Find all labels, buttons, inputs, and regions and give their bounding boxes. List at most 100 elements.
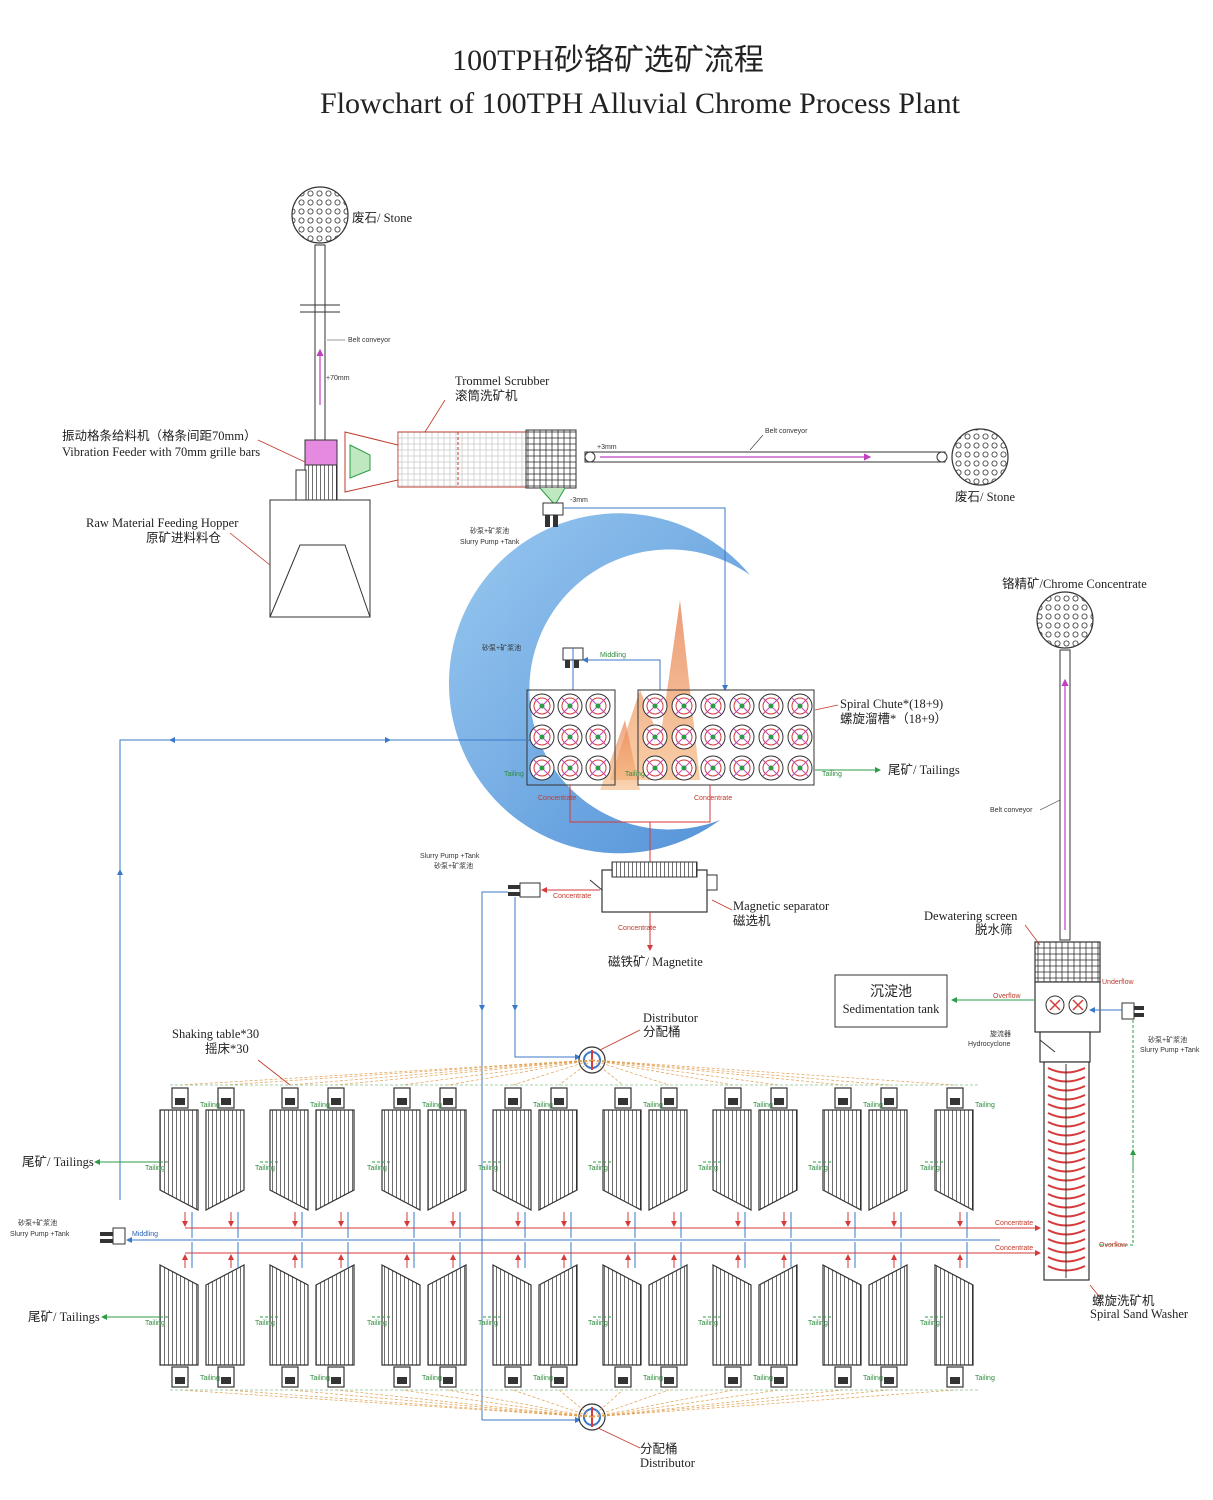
- distributor-top: Distributor 分配桶: [578, 1011, 699, 1074]
- magnetic-separator: Concentrate Magnetic separator 磁选机 磁铁矿/ …: [589, 861, 830, 969]
- trommel-scrubber: Trommel Scrubber 滚筒洗矿机: [344, 374, 577, 506]
- spiral-chute: [642, 755, 668, 781]
- shaking-table: [205, 1087, 245, 1211]
- svg-text:Tailing: Tailing: [808, 1165, 828, 1172]
- spiral-chute: [729, 724, 755, 750]
- svg-text:Concentrate: Concentrate: [618, 925, 656, 932]
- shaking-table: [934, 1087, 974, 1211]
- svg-text:Tailing: Tailing: [698, 1165, 718, 1172]
- shaking-table: [205, 1264, 245, 1388]
- shaking-table-flows: TailingTailingTailingTailingTailingTaili…: [145, 1102, 995, 1382]
- spiral-chute: [585, 693, 611, 719]
- svg-text:Tailing: Tailing: [625, 771, 645, 778]
- spiral-chute: [557, 755, 583, 781]
- svg-text:Tailing: Tailing: [698, 1320, 718, 1327]
- svg-text:Concentrate: Concentrate: [553, 893, 591, 900]
- svg-text:Tailing: Tailing: [367, 1165, 387, 1172]
- svg-text:Shaking table*30: Shaking table*30: [172, 1027, 259, 1041]
- shaking-table: [427, 1087, 467, 1211]
- shaking-table: [159, 1264, 199, 1388]
- shaking-table: [538, 1264, 578, 1388]
- svg-text:摇床*30: 摇床*30: [205, 1042, 249, 1056]
- shaking-table: [269, 1264, 309, 1388]
- svg-text:Tailing: Tailing: [920, 1165, 940, 1172]
- spiral-chute: [758, 755, 784, 781]
- spiral-chute: [557, 724, 583, 750]
- svg-text:Slurry Pump +Tank: Slurry Pump +Tank: [1140, 1047, 1200, 1054]
- shaking-table: [315, 1087, 355, 1211]
- shaking-table: [538, 1087, 578, 1211]
- shaking-table: [602, 1087, 642, 1211]
- shaking-table: [159, 1087, 199, 1211]
- svg-text:Tailing: Tailing: [863, 1102, 883, 1109]
- slurry-pump-5: 砂泵+矿浆池 Slurry Pump +Tank Middling: [10, 1218, 1000, 1245]
- svg-text:Tailing: Tailing: [504, 771, 524, 778]
- svg-text:沉淀池: 沉淀池: [870, 984, 912, 1000]
- svg-text:Tailing: Tailing: [920, 1320, 940, 1327]
- svg-text:Dewatering screen: Dewatering screen: [924, 909, 1018, 923]
- shaking-table: [868, 1087, 908, 1211]
- svg-text:Tailing: Tailing: [200, 1102, 220, 1109]
- svg-text:Tailing: Tailing: [422, 1102, 442, 1109]
- spiral-chute: [671, 755, 697, 781]
- shaking-table: [427, 1264, 467, 1388]
- shaking-table: [712, 1264, 752, 1388]
- svg-text:Belt conveyor: Belt conveyor: [348, 337, 391, 344]
- spiral-chute: [758, 693, 784, 719]
- svg-text:Spiral Chute*(18+9): Spiral Chute*(18+9): [840, 697, 943, 711]
- svg-text:Tailing: Tailing: [310, 1102, 330, 1109]
- svg-text:螺旋洗矿机: 螺旋洗矿机: [1092, 1294, 1155, 1308]
- svg-text:Tailing: Tailing: [643, 1102, 663, 1109]
- svg-text:Tailing: Tailing: [310, 1375, 330, 1382]
- svg-text:脱水筛: 脱水筛: [975, 922, 1013, 937]
- svg-text:砂泵+矿浆池: 砂泵+矿浆池: [434, 861, 473, 870]
- spiral-chute: [700, 755, 726, 781]
- sedimentation-tank: 沉淀池 Sedimentation tank: [834, 974, 1035, 1028]
- svg-text:Tailing: Tailing: [367, 1320, 387, 1327]
- spiral-chute: [671, 724, 697, 750]
- svg-text:砂泵+矿浆池: 砂泵+矿浆池: [470, 526, 509, 535]
- svg-text:Tailing: Tailing: [478, 1165, 498, 1172]
- shaking-table: [648, 1264, 688, 1388]
- svg-text:Vibration Feeder with 70mm gri: Vibration Feeder with 70mm grille bars: [62, 445, 260, 459]
- svg-text:磁铁矿/ Magnetite: 磁铁矿/ Magnetite: [608, 954, 703, 969]
- shaking-table: [381, 1087, 421, 1211]
- chrome-concentrate-pile: 铬精矿/Chrome Concentrate Belt conveyor: [990, 576, 1147, 941]
- svg-text:尾矿/ Tailings: 尾矿/ Tailings: [28, 1310, 100, 1324]
- spiral-chute-group-right: [637, 689, 815, 786]
- svg-text:Concentrate: Concentrate: [694, 795, 732, 802]
- svg-text:Slurry Pump +Tank: Slurry Pump +Tank: [420, 853, 480, 860]
- shaking-table: [492, 1264, 532, 1388]
- svg-text:废石/ Stone: 废石/ Stone: [955, 489, 1016, 504]
- spiral-chute: [758, 724, 784, 750]
- dewatering-screen: Dewatering screen 脱水筛 Underflow Overflow…: [924, 909, 1134, 1048]
- svg-text:Tailing: Tailing: [255, 1165, 275, 1172]
- spiral-chute: [787, 693, 813, 719]
- svg-text:Tailing: Tailing: [808, 1320, 828, 1327]
- shaking-table: [712, 1087, 752, 1211]
- spiral-chute: [729, 755, 755, 781]
- slurry-pump-4: 砂泵+矿浆池 Slurry Pump +Tank Overflow: [1089, 1002, 1200, 1249]
- svg-text:Trommel Scrubber: Trommel Scrubber: [455, 374, 550, 388]
- svg-text:Tailing: Tailing: [478, 1320, 498, 1327]
- svg-text:Concentrate: Concentrate: [995, 1220, 1033, 1227]
- spiral-chute: [642, 724, 668, 750]
- spiral-chute: [585, 724, 611, 750]
- svg-text:Tailing: Tailing: [422, 1375, 442, 1382]
- svg-text:Spiral Sand Washer: Spiral Sand Washer: [1090, 1307, 1189, 1321]
- shaking-table: [492, 1087, 532, 1211]
- shaking-table: [934, 1264, 974, 1388]
- svg-text:Belt conveyor: Belt conveyor: [765, 428, 808, 435]
- shaking-table: [868, 1264, 908, 1388]
- shaking-table: [269, 1087, 309, 1211]
- shaking-table: [758, 1264, 798, 1388]
- svg-text:Raw Material Feeding Hopper: Raw Material Feeding Hopper: [86, 516, 239, 530]
- svg-text:砂泵+矿浆池: 砂泵+矿浆池: [1148, 1035, 1187, 1044]
- svg-text:分配桶: 分配桶: [640, 1441, 678, 1456]
- svg-text:Tailing: Tailing: [255, 1320, 275, 1327]
- slurry-pump-1: -3mm 砂泵+矿浆池 Slurry Pump +Tank: [460, 497, 588, 546]
- svg-text:Belt conveyor: Belt conveyor: [990, 807, 1033, 814]
- svg-text:Tailing: Tailing: [533, 1375, 553, 1382]
- svg-text:Overflow: Overflow: [993, 993, 1022, 1000]
- svg-text:振动格条给料机（格条间距70mm）: 振动格条给料机（格条间距70mm）: [62, 428, 256, 443]
